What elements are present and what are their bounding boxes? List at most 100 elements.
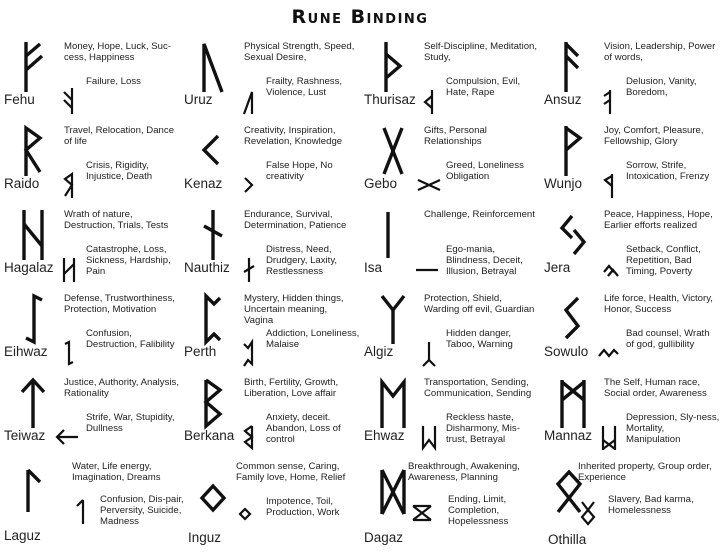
- rune-cell-berkana: Berkana Birth, Fertility, Growth, Libera…: [180, 372, 360, 454]
- reversed-meaning: Reckless haste, Disharmony, Mis-trust, B…: [446, 412, 520, 445]
- rune-cell-inguz: Inguz Common sense, Caring, Family love,…: [180, 456, 360, 556]
- rune-cell-fehu: Fehu Money, Hope, Luck, Suc-cess, Happin…: [0, 36, 180, 118]
- rune-name: Ehwaz: [364, 428, 405, 443]
- ehwaz-reversed-icon: [421, 424, 437, 452]
- nauthiz-reversed-icon: [242, 256, 256, 282]
- rune-cell-isa: Isa Challenge, Reinforcement Ego-mania, …: [360, 204, 540, 286]
- rune-name: Teiwaz: [4, 428, 46, 443]
- reversed-meaning: Slavery, Bad karma, Homelessness: [608, 494, 694, 516]
- teiwaz-reversed-icon: [55, 424, 78, 450]
- upright-meaning: Life force, Health, Victory, Honor, Succ…: [604, 293, 713, 315]
- rune-cell-thurisaz: Thurisaz Self-Discipline, Meditation, St…: [360, 36, 540, 118]
- rune-name: Kenaz: [184, 176, 223, 191]
- reversed-meaning: Distress, Need, Drudgery, Laxity, Restle…: [266, 244, 338, 277]
- laguz-reversed-icon: [74, 498, 88, 524]
- reversed-meaning: Hidden danger, Taboo, Warning: [446, 328, 513, 350]
- rune-cell-uruz: Uruz Physical Strength, Speed, Sexual De…: [180, 36, 360, 118]
- rune-name: Isa: [364, 260, 383, 275]
- rune-name: Algiz: [364, 344, 394, 359]
- rune-cell-mannaz: Mannaz The Self, Human race, Social orde…: [540, 372, 720, 454]
- reversed-meaning: Confusion, Dis-pair, Perversity, Suicide…: [100, 494, 184, 527]
- inguz-rune-icon: [199, 480, 227, 530]
- upright-meaning: Gifts, Personal Relationships: [424, 125, 487, 147]
- rune-name: Eihwaz: [4, 344, 48, 359]
- rune-cell-nauthiz: Nauthiz Endurance, Survival, Determinati…: [180, 204, 360, 286]
- upright-meaning: Birth, Fertility, Growth, Liberation, Lo…: [244, 377, 339, 399]
- kenaz-reversed-icon: [242, 172, 256, 198]
- laguz-rune-icon: [20, 468, 46, 518]
- fehu-rune-icon: [20, 42, 46, 92]
- gebo-reversed-icon: [417, 172, 441, 198]
- page-title: Rune Binding: [291, 6, 429, 28]
- kenaz-rune-icon: [200, 126, 226, 176]
- upright-meaning: Transportation, Sending, Communication, …: [424, 377, 532, 399]
- jera-rune-icon: [559, 210, 587, 260]
- rune-cell-raido: Raido Travel, Relocation, Dance of life …: [0, 120, 180, 202]
- rune-cell-dagaz: Dagaz Breakthrough, Awakening, Awareness…: [360, 456, 540, 556]
- nauthiz-rune-icon: [200, 210, 226, 260]
- upright-meaning: Inherited property, Group order, Experie…: [578, 461, 712, 483]
- upright-meaning: Water, Life energy, Imagination, Dreams: [72, 461, 161, 483]
- reversed-meaning: Impotence, Toil, Production, Work: [266, 496, 340, 518]
- rune-cell-algiz: Algiz Protection, Shield, Warding off ev…: [360, 288, 540, 370]
- rune-name: Othilla: [548, 532, 587, 547]
- reversed-meaning: Strife, War, Stupidity, Dullness: [86, 412, 175, 434]
- rune-name: Laguz: [4, 528, 41, 543]
- upright-meaning: Physical Strength, Speed, Sexual Desire,: [244, 41, 355, 63]
- upright-meaning: Protection, Shield, Warding off evil, Gu…: [424, 293, 535, 315]
- berkana-rune-icon: [200, 378, 226, 430]
- rune-name: Jera: [544, 260, 571, 275]
- thurisaz-rune-icon: [380, 42, 406, 92]
- rune-cell-hagalaz: Hagalaz Wrath of nature, Destruction, Tr…: [0, 204, 180, 286]
- rune-name: Uruz: [184, 92, 213, 107]
- raido-rune-icon: [20, 124, 46, 176]
- reversed-meaning: Failure, Loss: [86, 76, 141, 87]
- rune-name: Perth: [184, 344, 217, 359]
- reversed-meaning: Delusion, Vanity, Boredom,: [626, 76, 697, 98]
- upright-meaning: The Self, Human race, Social order, Awar…: [604, 377, 707, 399]
- rune-cell-eihwaz: Eihwaz Defense, Trustworthiness, Protect…: [0, 288, 180, 370]
- rune-name: Ansuz: [544, 92, 582, 107]
- rune-cell-gebo: Gebo Gifts, Personal Relationships Greed…: [360, 120, 540, 202]
- upright-meaning: Breakthrough, Awakening, Awareness, Plan…: [408, 461, 520, 483]
- reversed-meaning: Bad counsel, Wrath of god, gullibility: [626, 328, 710, 350]
- rune-name: Berkana: [184, 428, 235, 443]
- raido-reversed-icon: [62, 171, 76, 198]
- gebo-rune-icon: [380, 126, 406, 176]
- rune-name: Gebo: [364, 176, 398, 191]
- algiz-rune-icon: [380, 294, 406, 344]
- mannaz-reversed-icon: [601, 424, 617, 450]
- upright-meaning: Challenge, Reinforcement: [424, 209, 535, 220]
- perth-reversed-icon: [242, 338, 256, 367]
- eihwaz-rune-icon: [20, 293, 46, 345]
- reversed-meaning: Depression, Sly-ness, Mortality, Manipul…: [626, 412, 720, 445]
- rune-cell-sowulo: Sowulo Life force, Health, Victory, Hono…: [540, 288, 720, 370]
- dagaz-rune-icon: [380, 468, 406, 518]
- rune-name: Wunjo: [544, 176, 583, 191]
- rune-cell-perth: Perth Mystery, Hidden things, Uncertain …: [180, 288, 360, 370]
- upright-meaning: Travel, Relocation, Dance of life: [64, 125, 175, 147]
- fehu-reversed-icon: [62, 88, 76, 114]
- reversed-meaning: Greed, Loneliness Obligation: [446, 160, 524, 182]
- teiwaz-rune-icon: [20, 377, 46, 428]
- rune-name: Inguz: [188, 530, 222, 545]
- rune-name: Nauthiz: [184, 260, 230, 275]
- mannaz-rune-icon: [560, 378, 586, 428]
- upright-meaning: Peace, Happiness, Hope, Earlier efforts …: [604, 209, 713, 231]
- berkana-reversed-icon: [242, 424, 256, 451]
- uruz-rune-icon: [200, 42, 226, 93]
- reversed-meaning: Frailty, Rashness, Violence, Lust: [266, 76, 343, 98]
- inguz-reversed-icon: [238, 502, 252, 528]
- othilla-reversed-icon: [580, 500, 596, 526]
- rune-name: Fehu: [4, 92, 35, 107]
- rune-name: Sowulo: [544, 344, 589, 359]
- rune-grid: Fehu Money, Hope, Luck, Suc-cess, Happin…: [0, 36, 720, 556]
- perth-rune-icon: [200, 291, 226, 347]
- reversed-meaning: Compulsion, Evil, Hate, Rape: [446, 76, 521, 98]
- isa-reversed-icon: [416, 256, 438, 282]
- wunjo-rune-icon: [560, 126, 586, 176]
- reversed-meaning: Setback, Conflict, Repetition, Bad Timin…: [626, 244, 701, 277]
- upright-meaning: Justice, Authority, Analysis, Rationalit…: [64, 377, 179, 399]
- isa-rune-icon: [380, 210, 406, 260]
- rune-cell-othilla: Othilla Inherited property, Group order,…: [540, 456, 720, 556]
